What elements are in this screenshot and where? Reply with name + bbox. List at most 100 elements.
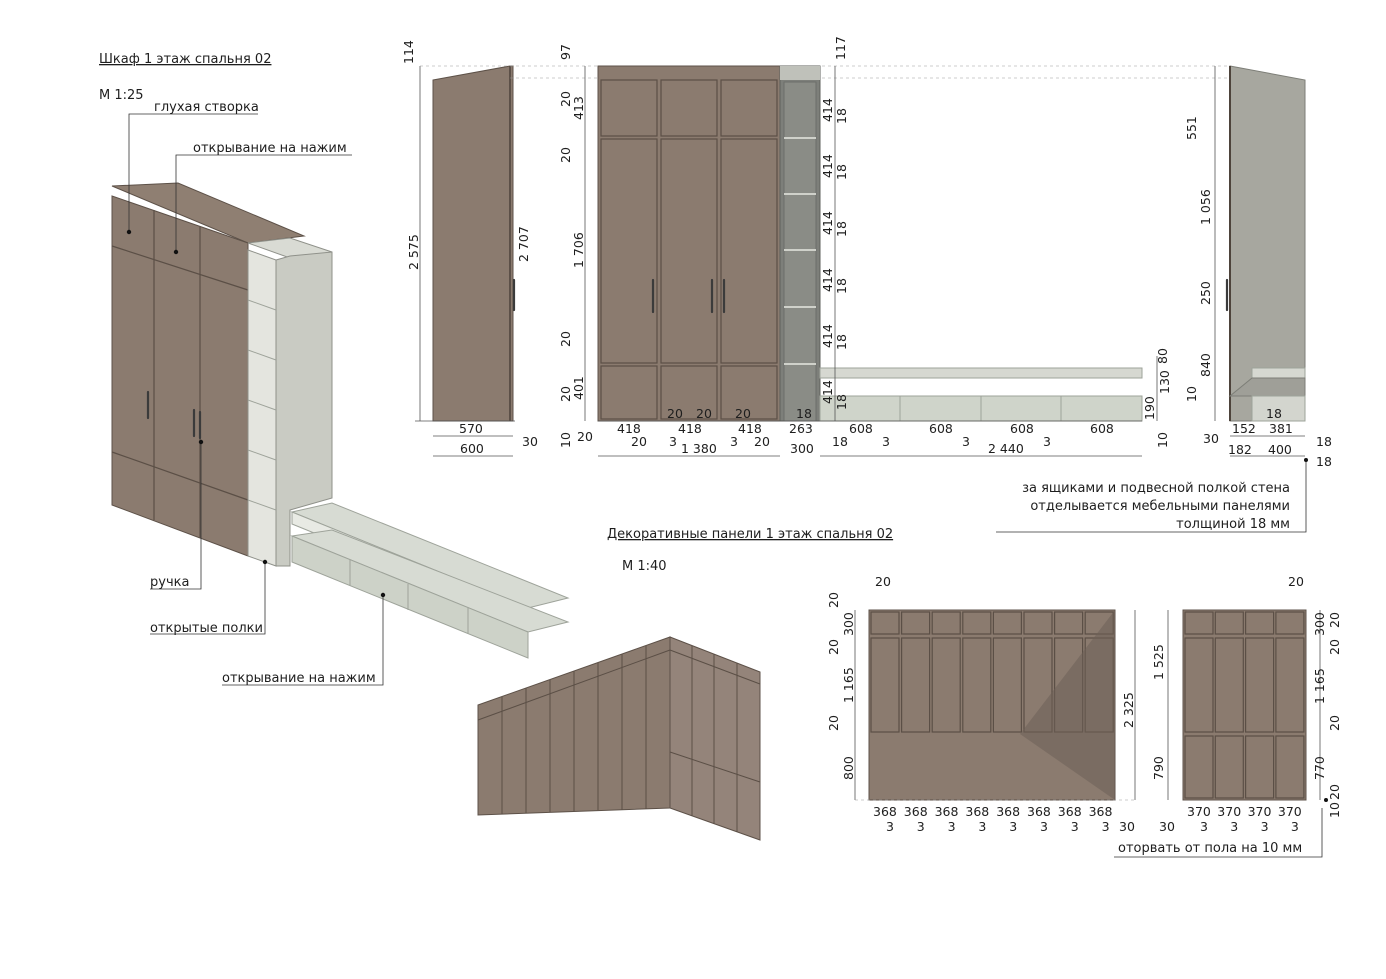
door-lower-panel — [660, 365, 718, 420]
panel-mid-cell — [870, 637, 900, 733]
panels-scale: М 1:40 — [622, 559, 667, 574]
svg-text:20: 20 — [558, 386, 573, 402]
panel-top-cell — [992, 611, 1023, 635]
svg-text:18: 18 — [834, 221, 849, 237]
panel-mid-cell — [931, 637, 961, 733]
svg-text:3: 3 — [962, 434, 970, 449]
svg-text:20: 20 — [558, 331, 573, 347]
svg-text:263: 263 — [789, 421, 813, 436]
panel-gap-label: 3 — [1291, 819, 1299, 834]
svg-text:400: 400 — [1268, 442, 1292, 457]
panel-top-cell — [931, 611, 961, 635]
svg-text:414: 414 — [820, 211, 835, 235]
svg-text:570: 570 — [459, 421, 483, 436]
panel-top-cell — [962, 611, 992, 635]
panel-mid-cell — [1184, 637, 1214, 733]
panel-top-cell — [1214, 611, 1244, 635]
svg-text:1 056: 1 056 — [1198, 189, 1213, 225]
callouts: глухая створка открывание на нажим ручка… — [126, 100, 386, 686]
hanging-shelf-front — [819, 367, 1143, 379]
svg-text:10: 10 — [1155, 432, 1170, 448]
svg-text:418: 418 — [617, 421, 641, 436]
svg-text:401: 401 — [571, 376, 586, 400]
door-upper-panel — [660, 79, 718, 137]
svg-text:18: 18 — [1316, 434, 1332, 449]
svg-text:117: 117 — [833, 36, 848, 60]
panel-width-label: 368 — [1089, 804, 1113, 819]
svg-text:20: 20 — [754, 434, 770, 449]
panel-gap-label: 3 — [917, 819, 925, 834]
svg-text:1 165: 1 165 — [1312, 668, 1327, 704]
door-upper-panel — [720, 79, 778, 137]
panels-title: Декоративные панели 1 этаж спальня 02 — [607, 527, 893, 542]
svg-text:30: 30 — [1119, 819, 1135, 834]
svg-text:30: 30 — [1203, 431, 1219, 446]
drawer-dimensions: 608 608 608 608 3 3 3 18 2 440 80 190 13… — [820, 348, 1172, 457]
svg-text:10: 10 — [1184, 386, 1199, 402]
svg-text:20: 20 — [558, 91, 573, 107]
svg-text:3: 3 — [730, 434, 738, 449]
svg-text:20: 20 — [631, 434, 647, 449]
svg-text:20: 20 — [577, 429, 593, 444]
svg-text:3: 3 — [882, 434, 890, 449]
svg-text:190: 190 — [1142, 396, 1157, 420]
svg-text:20: 20 — [875, 574, 891, 589]
svg-text:418: 418 — [678, 421, 702, 436]
svg-text:414: 414 — [820, 380, 835, 404]
door-middle-panel — [720, 138, 778, 364]
callout-handle: ручка — [150, 575, 189, 590]
panel-mid-cell — [992, 637, 1023, 733]
svg-text:414: 414 — [820, 324, 835, 348]
svg-text:3: 3 — [1043, 434, 1051, 449]
callout-push-open: открывание на нажим — [193, 141, 347, 156]
panel-width-label: 368 — [996, 804, 1020, 819]
door-lower-panel — [600, 365, 658, 420]
panel-bottom-cell — [1214, 735, 1244, 799]
panel-gap-label: 3 — [1261, 819, 1269, 834]
panel-top-cell — [1023, 611, 1053, 635]
svg-text:2 440: 2 440 — [988, 441, 1024, 456]
svg-text:1 165: 1 165 — [841, 667, 856, 703]
right-side-view: 551 1 056 250 840 10 18 30 152 381 182 4… — [1184, 65, 1332, 469]
svg-text:18: 18 — [1266, 406, 1282, 421]
panel-bottom-cell — [1244, 735, 1275, 799]
svg-text:толщиной 18 мм: толщиной 18 мм — [1176, 517, 1290, 532]
svg-text:30: 30 — [522, 434, 538, 449]
svg-text:1 380: 1 380 — [681, 441, 717, 456]
panel-gap-label: 3 — [1071, 819, 1079, 834]
svg-text:414: 414 — [820, 268, 835, 292]
panel-width-label: 368 — [873, 804, 897, 819]
svg-text:608: 608 — [929, 421, 953, 436]
svg-text:2 325: 2 325 — [1121, 692, 1136, 728]
svg-text:840: 840 — [1198, 353, 1213, 377]
callout-push-open-drawers: открывание на нажим — [222, 671, 376, 686]
panel-width-label: 370 — [1217, 804, 1241, 819]
svg-text:300: 300 — [841, 612, 856, 636]
panel-width-label: 370 — [1278, 804, 1302, 819]
panel-gap-label: 3 — [1200, 819, 1208, 834]
callout-open-shelves: открытые полки — [150, 621, 263, 636]
door-middle-panel — [660, 138, 718, 364]
wardrobe-side-view: 114 2 575 2 707 570 600 30 — [401, 40, 538, 457]
svg-text:отделывается мебельными панеля: отделывается мебельными панелями — [1030, 499, 1290, 514]
svg-text:10: 10 — [1327, 802, 1342, 818]
svg-text:2 575: 2 575 — [406, 234, 421, 270]
svg-text:608: 608 — [1010, 421, 1034, 436]
door-lower-panel — [720, 365, 778, 420]
panel-top-cell — [900, 611, 931, 635]
svg-text:20: 20 — [696, 406, 712, 421]
svg-text:за ящиками и подвесной полкой: за ящиками и подвесной полкой стена — [1022, 481, 1290, 496]
panel-width-label: 370 — [1187, 804, 1211, 819]
panel-mid-cell — [1214, 637, 1244, 733]
svg-text:790: 790 — [1151, 756, 1166, 780]
svg-text:250: 250 — [1198, 281, 1213, 305]
svg-text:20: 20 — [1327, 784, 1342, 800]
panel-bottom-cell — [1275, 735, 1305, 799]
panel-gap-label: 3 — [1102, 819, 1110, 834]
svg-text:600: 600 — [460, 441, 484, 456]
wardrobe-top — [111, 182, 306, 244]
wall-note: за ящиками и подвесной полкой стена отде… — [996, 462, 1307, 533]
svg-text:18: 18 — [834, 334, 849, 350]
wardrobe-title: Шкаф 1 этаж спальня 02 — [99, 52, 271, 67]
